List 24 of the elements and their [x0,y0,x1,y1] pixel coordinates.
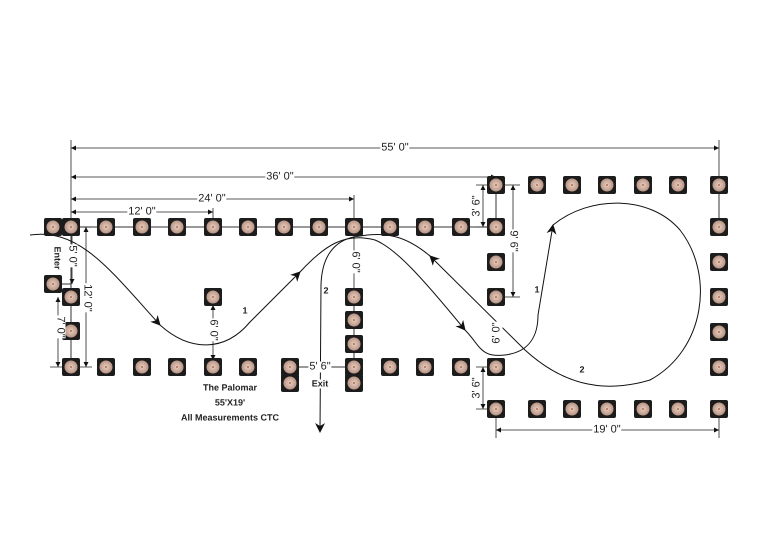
pass-number: 2 [578,366,586,374]
pass-number: 1 [534,286,540,294]
dimension-label: 19' 0" [592,424,622,436]
dimension-label: 7' 0" [54,315,66,339]
route-label: Exit [310,380,330,388]
dimension-label: 36' 0" [265,172,295,182]
dimension-label: 55' 0" [380,142,410,154]
dimension-label: 6' 0" [208,318,218,342]
dimension-label: 6' 0" [492,321,502,345]
arena-note: The Palomar [202,384,258,392]
dimension-label: 3' 6" [472,376,482,400]
dimension-label: 5' 6" [308,362,332,372]
dimension-label: 24' 0" [197,194,227,204]
dimension-label: 9' 6" [508,229,518,253]
dimension-label: 6' 0" [350,250,360,274]
route-label: Enter [52,246,62,270]
arena-note: All Measurements CTC [180,414,280,422]
dimension-label: 12' 0" [82,283,92,313]
dimension-label: 12' 0" [127,206,157,218]
pass-number: 2 [322,286,330,296]
pass-number: 1 [242,306,248,316]
dimension-label: 3' 6" [472,194,482,218]
arena-note: 55'X19' [214,398,246,408]
dimension-label: 5' 0" [66,244,78,268]
